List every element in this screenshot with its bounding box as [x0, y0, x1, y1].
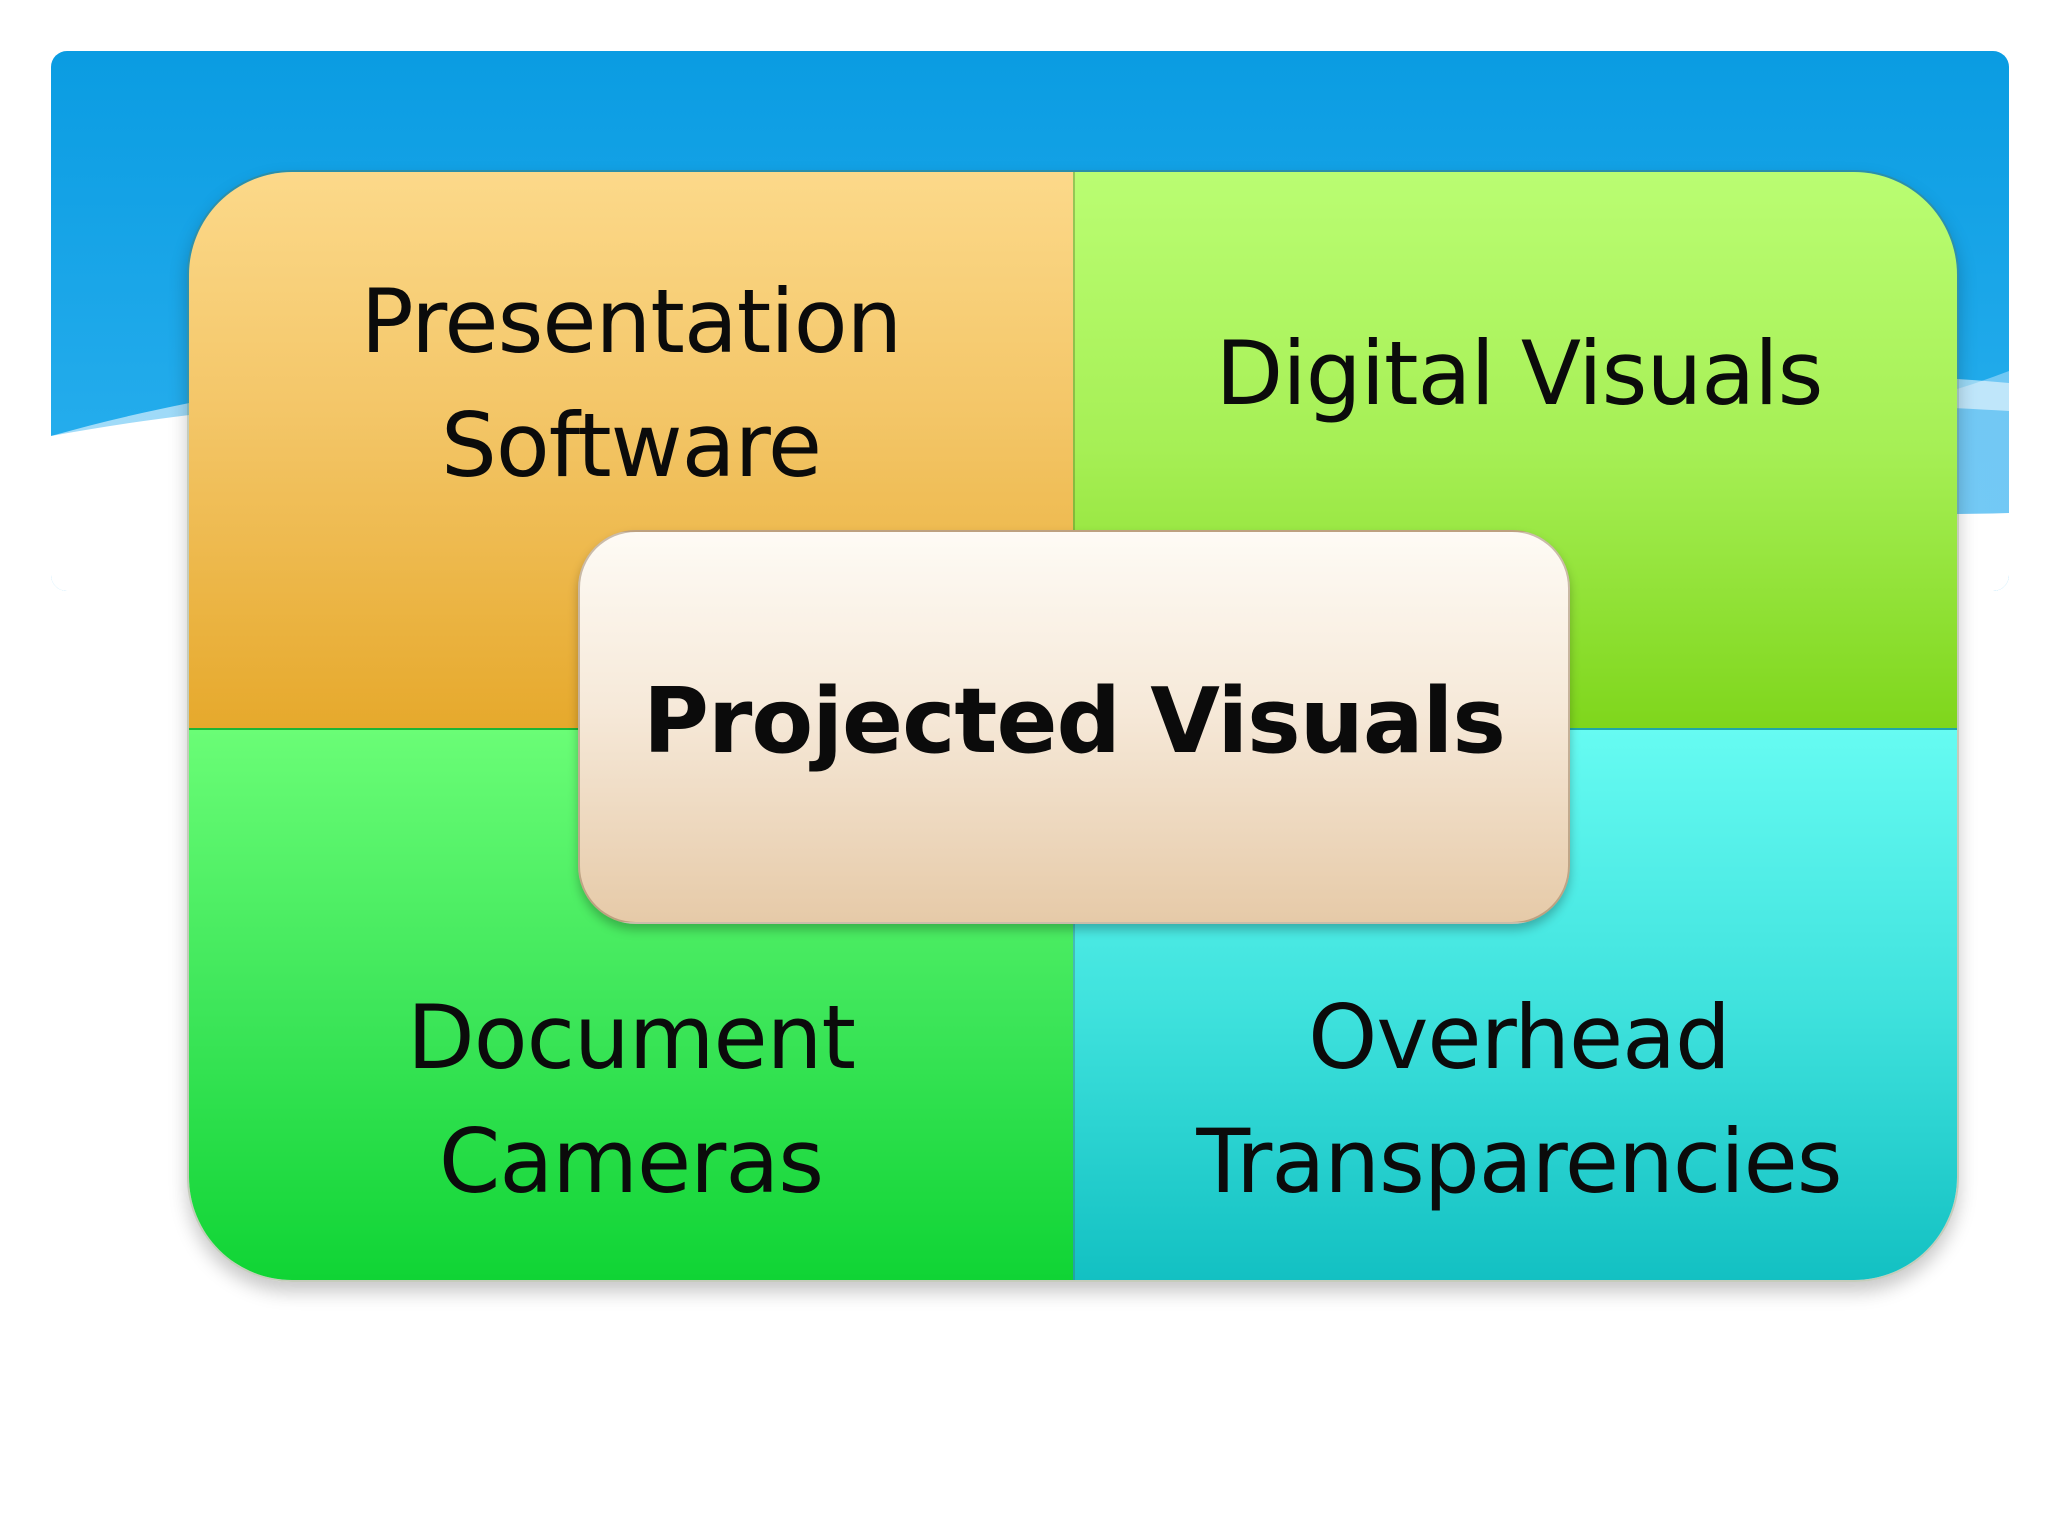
quadrant-label-digital-visuals: Digital Visuals [1215, 322, 1824, 425]
center-box-projected-visuals: Projected Visuals [578, 530, 1570, 924]
center-label: Projected Visuals [643, 669, 1506, 774]
quadrant-label-presentation-software: Presentation Software [360, 270, 903, 497]
quadrant-label-document-cameras: Document Cameras [407, 986, 856, 1213]
quadrant-label-overhead-transparencies: Overhead Transparencies [1196, 986, 1842, 1213]
